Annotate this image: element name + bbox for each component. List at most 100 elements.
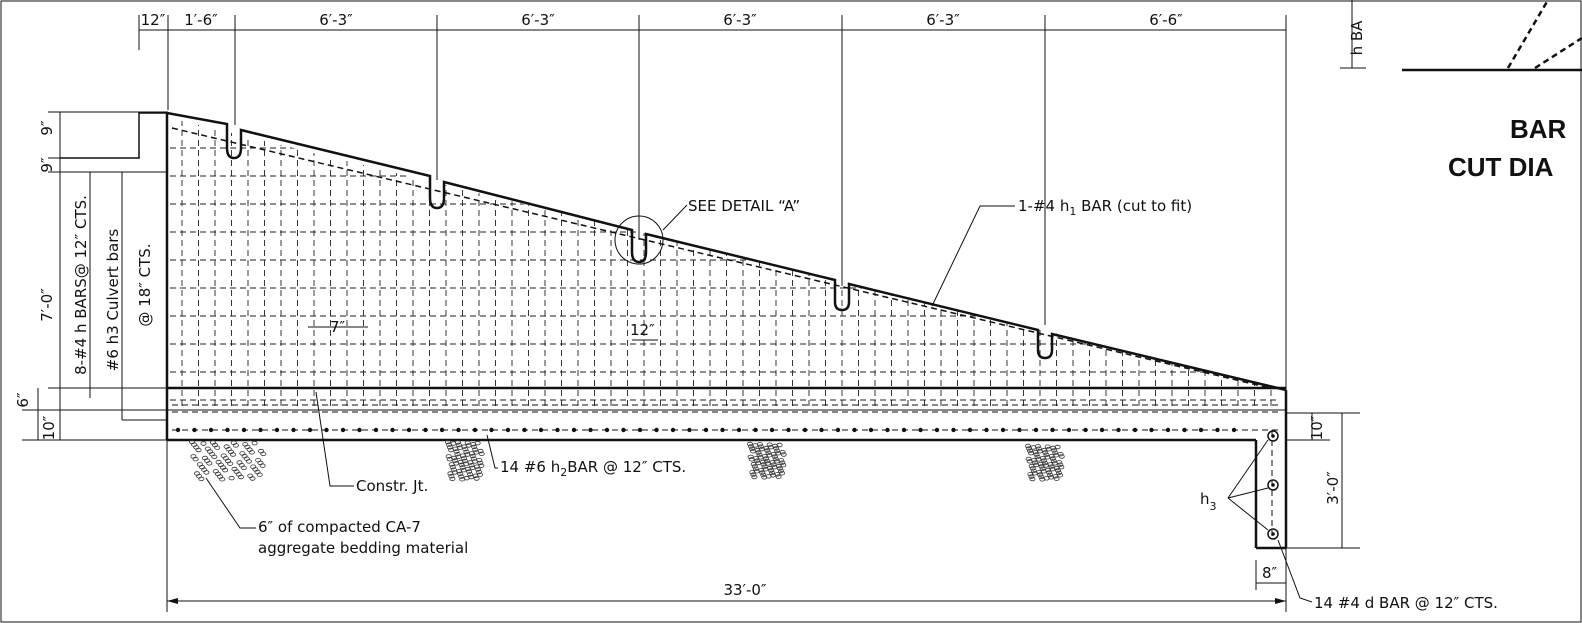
gravel-stone — [470, 456, 477, 461]
dim-top-1: 1′-6″ — [184, 11, 218, 29]
bar-dot — [241, 427, 247, 433]
callout-h2-bar: 14 #6 h2BAR @ 12″ CTS. — [500, 458, 686, 479]
gravel-stone — [478, 463, 485, 468]
gravel-stone — [259, 463, 266, 468]
gravel-stone — [1051, 448, 1058, 453]
gravel-stone — [462, 447, 469, 452]
bar-dot — [373, 427, 379, 433]
gravel-stone — [1050, 458, 1057, 464]
gravel-stone — [757, 444, 764, 449]
gravel-stone — [1057, 462, 1064, 467]
bar-dot — [670, 427, 676, 433]
gravel-stone — [245, 459, 252, 464]
gravel-stone — [464, 440, 471, 445]
gravel-stone — [775, 451, 782, 456]
gravel-stone — [457, 471, 464, 477]
gravel-stone — [760, 472, 767, 478]
gravel-stone — [456, 445, 463, 450]
gravel-stone — [1037, 472, 1044, 477]
gravel-stone — [459, 477, 466, 482]
bar-dot — [1116, 427, 1121, 433]
dim-right-10: 10″ — [1308, 415, 1326, 440]
bar-dot — [951, 427, 956, 433]
gravel-stone — [206, 461, 213, 466]
gravel-stone — [758, 446, 765, 452]
spacing-12: 12″ — [630, 321, 655, 339]
gravel-stone — [770, 462, 777, 467]
gravel-stone — [1030, 468, 1037, 473]
gravel-stone — [477, 460, 484, 466]
gravel-stone — [1048, 464, 1055, 469]
gravel-stone — [1042, 460, 1049, 466]
gravel-stone — [1048, 475, 1055, 480]
bar-dot — [1099, 427, 1105, 433]
gravel-stone — [473, 450, 480, 455]
h3-bars — [1267, 430, 1279, 540]
h2-bar-dots — [175, 427, 1237, 433]
callout-detail-a: SEE DETAIL “A” — [688, 197, 800, 215]
bar-dot — [175, 427, 181, 433]
dim-bottom-33: 33′-0″ — [723, 581, 766, 599]
gravel-stone — [1025, 456, 1032, 462]
inset-title-1: BAR — [1510, 114, 1567, 144]
gravel-stone — [747, 454, 754, 460]
gravel-stone — [444, 439, 451, 445]
bar-dot — [1231, 427, 1237, 433]
gravel-stone — [749, 446, 756, 451]
aggregate-bedding — [188, 439, 1065, 482]
gravel-stone — [451, 470, 458, 475]
gravel-stone — [463, 449, 470, 455]
gravel-stone — [459, 465, 466, 470]
dim-left-7: 7′-0″ — [38, 288, 56, 322]
bar-dot — [340, 427, 346, 433]
bottom-dimension: 33′-0″ — [166, 440, 1287, 612]
dim-left-9a: 9″ — [38, 120, 56, 136]
gravel-stone — [748, 457, 755, 462]
gravel-stone — [468, 474, 475, 480]
gravel-stone — [773, 459, 780, 464]
dim-top-6: 6′-6″ — [1149, 11, 1183, 29]
gravel-stone — [229, 452, 236, 457]
gravel-stone — [751, 464, 758, 469]
dim-right-3: 3′-0″ — [1324, 471, 1342, 505]
gravel-stone — [449, 464, 456, 470]
gravel-stone — [768, 468, 775, 473]
dim-left-9b: 9″ — [38, 157, 56, 173]
gravel-stone — [469, 453, 476, 459]
gravel-stone — [772, 456, 779, 462]
callout-constr-jt: Constr. Jt. — [356, 477, 428, 495]
gravel-stone — [779, 471, 786, 476]
gravel-stone — [1031, 471, 1038, 476]
gravel-stone — [757, 455, 764, 460]
gravel-stone — [747, 441, 754, 447]
bar-dot — [786, 427, 791, 433]
gravel-stone — [475, 469, 482, 475]
bar-dot — [192, 427, 197, 433]
gravel-stone — [1028, 474, 1035, 479]
bar-dot — [1198, 427, 1204, 433]
gravel-stone — [256, 472, 263, 477]
bar-dot — [522, 427, 527, 433]
dim-top-2: 6′-3″ — [319, 11, 353, 29]
gravel-stone — [750, 472, 757, 477]
gravel-stone — [779, 460, 786, 465]
gravel-stone — [1030, 445, 1037, 450]
gravel-stone — [237, 474, 244, 480]
note-culvert-1: #6 h3 Culvert bars — [104, 229, 122, 372]
gravel-stone — [765, 461, 772, 466]
detail-a-circle — [614, 215, 664, 265]
gravel-stone — [1058, 464, 1065, 470]
gravel-stone — [467, 472, 474, 477]
bar-dot — [456, 427, 461, 433]
gravel-stone — [751, 474, 758, 480]
gravel-stone — [764, 448, 771, 453]
gravel-stone — [765, 450, 772, 455]
gravel-stone — [777, 468, 784, 474]
callouts: SEE DETAIL “A” 1-#4 h1 BAR (cut to fit) … — [205, 197, 1498, 612]
gravel-stone — [203, 470, 210, 475]
dim-top-5: 6′-3″ — [926, 11, 960, 29]
bar-dot — [835, 427, 841, 433]
gravel-stone — [260, 451, 267, 456]
gravel-stone — [776, 442, 783, 448]
bar-dot — [588, 427, 593, 433]
